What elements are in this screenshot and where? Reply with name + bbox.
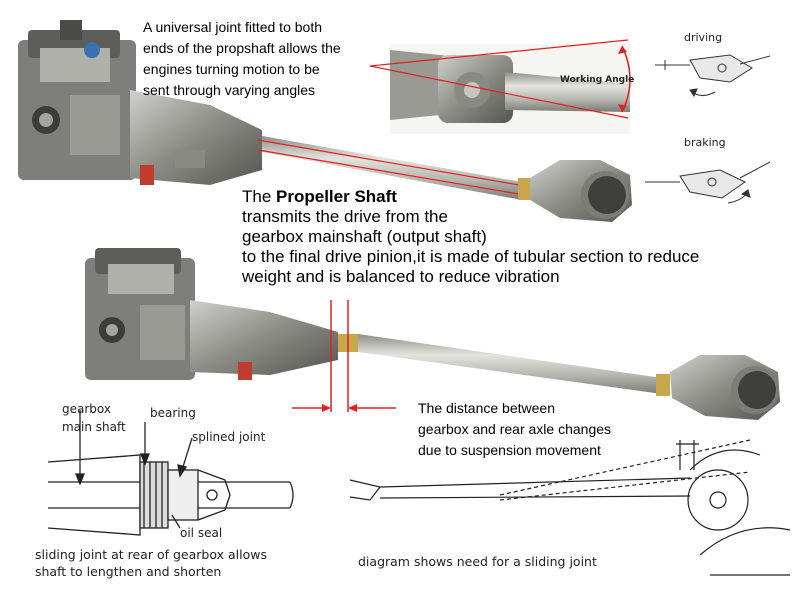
- caption-line: sent through varying angles: [143, 82, 315, 98]
- bottom-differential: [670, 355, 780, 420]
- propshaft-desc-line: transmits the drive from the: [242, 207, 448, 226]
- caption-line: gearbox and rear axle changes: [418, 421, 612, 437]
- propshaft-title-prefix: The: [242, 187, 277, 206]
- caption-line: due to suspension movement: [418, 442, 601, 458]
- label-main-shaft: main shaft: [62, 420, 126, 434]
- top-propeller-shaft: [257, 136, 532, 200]
- universal-joint-caption: A universal joint fitted to both ends of…: [143, 17, 393, 101]
- caption-line: shaft to lengthen and shorten: [35, 564, 222, 579]
- distance-marker: [292, 300, 396, 412]
- suspension-caption: diagram shows need for a sliding joint: [358, 554, 597, 569]
- propshaft-title: The Propeller Shaft: [242, 187, 798, 207]
- driving-label: driving: [684, 31, 723, 44]
- braking-label: braking: [684, 136, 726, 149]
- top-differential: [530, 160, 632, 222]
- propshaft-title-bold: Propeller Shaft: [276, 187, 397, 206]
- caption-line: ends of the propshaft allows the: [143, 40, 341, 56]
- sliding-joint-caption: sliding joint at rear of gearbox allows …: [35, 546, 267, 580]
- suspension-diagram: [349, 439, 791, 576]
- bottom-engine-gearbox: [85, 248, 338, 380]
- propshaft-desc-line: gearbox mainshaft (output shaft): [242, 227, 487, 246]
- top-engine-gearbox: [18, 20, 262, 185]
- bottom-propeller-shaft: [338, 334, 670, 396]
- label-splined-joint: splined joint: [192, 430, 266, 444]
- working-angle-label: Working Angle: [560, 75, 634, 85]
- caption-line: The distance between: [418, 400, 555, 416]
- caption-line: A universal joint fitted to both: [143, 19, 322, 35]
- universal-joint-closeup: Working Angle: [369, 39, 634, 134]
- propshaft-desc-line: weight and is balanced to reduce vibrati…: [242, 267, 560, 286]
- caption-line: sliding joint at rear of gearbox allows: [35, 547, 267, 562]
- sliding-joint-diagram: [47, 410, 294, 536]
- driving-braking-sketch: [645, 54, 771, 204]
- distance-caption: The distance between gearbox and rear ax…: [418, 398, 678, 461]
- label-bearing: bearing: [150, 406, 196, 420]
- label-gearbox: gearbox: [62, 402, 111, 416]
- propshaft-desc-line: to the final drive pinion,it is made of …: [242, 247, 700, 266]
- label-oil-seal: oil seal: [180, 526, 223, 540]
- propeller-shaft-description: The Propeller Shaft transmits the drive …: [242, 187, 798, 287]
- caption-line: engines turning motion to be: [143, 61, 320, 77]
